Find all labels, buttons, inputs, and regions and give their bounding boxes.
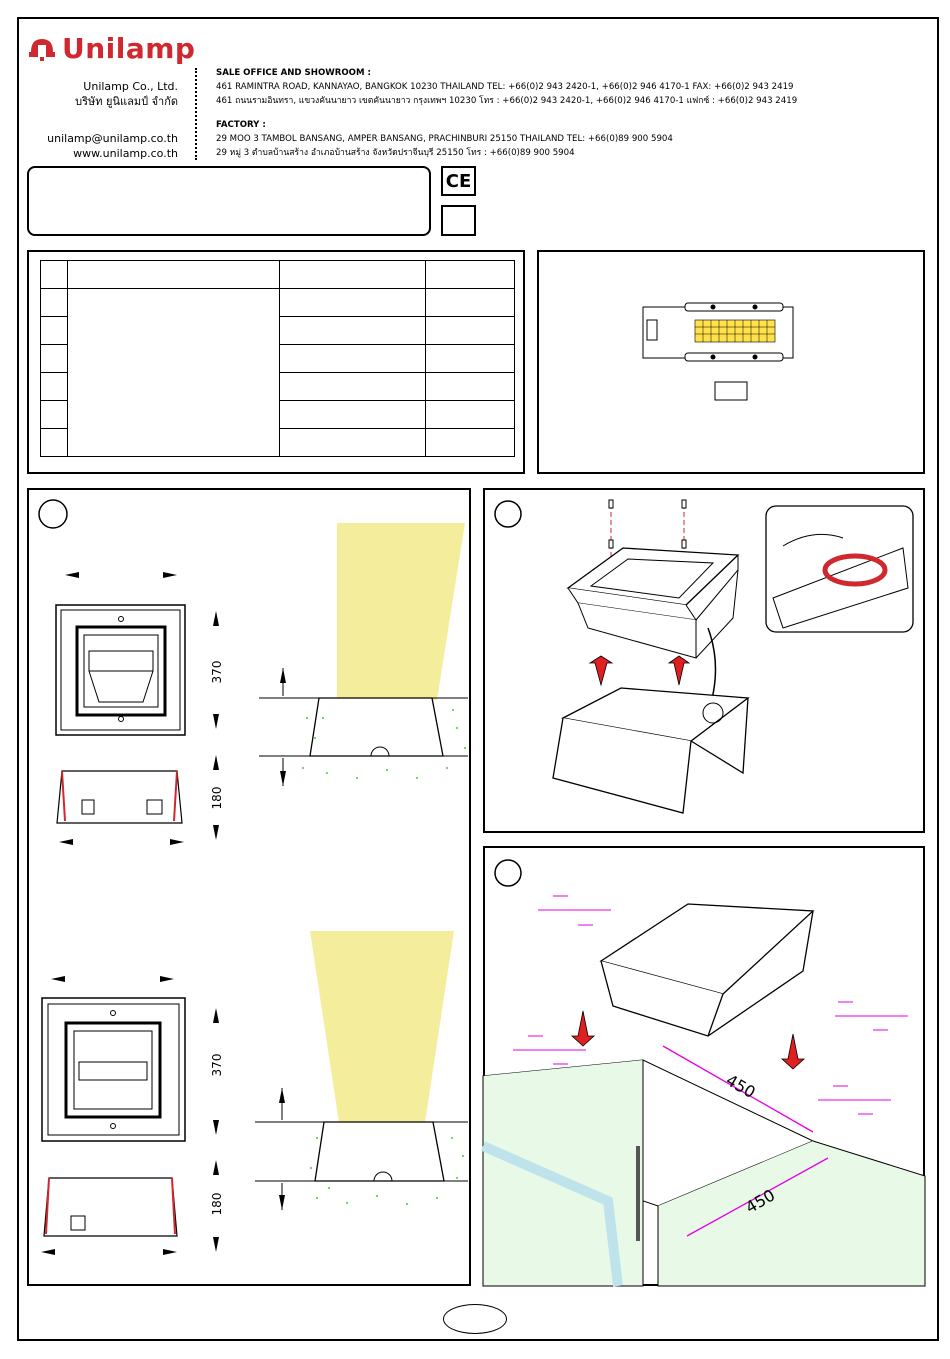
table-row <box>40 428 515 457</box>
spec-table <box>40 260 515 457</box>
sale-office-heading: SALE OFFICE AND SHOWROOM : <box>216 68 371 78</box>
brand-logo: Unilamp <box>28 32 195 65</box>
header-divider <box>195 68 197 160</box>
dimension-height-upper-2: 370 <box>210 1054 224 1077</box>
dimension-drawings: 370 180 370 180 <box>38 499 468 1255</box>
dimension-height-lower-2: 180 <box>210 1193 224 1216</box>
table-row <box>40 288 515 457</box>
table-row <box>40 260 515 289</box>
factory-address-en: 29 MOO 3 TAMBOL BANSANG, AMPER BANSANG, … <box>216 134 673 144</box>
dimension-height-upper: 370 <box>210 661 224 684</box>
certification-box <box>441 205 476 236</box>
factory-address-th: 29 หมู่ 3 ตำบลบ้านสร้าง อำเภอบ้านสร้าง จ… <box>216 148 575 158</box>
page-number-oval <box>443 1304 507 1334</box>
table-row <box>40 344 515 373</box>
product-title-box <box>27 166 431 236</box>
dimension-height-lower: 180 <box>210 787 224 810</box>
sale-office-address-en: 461 RAMINTRA ROAD, KANNAYAO, BANGKOK 102… <box>216 82 794 92</box>
brand-name: Unilamp <box>62 32 196 65</box>
dimension-panel <box>27 488 471 1286</box>
unilamp-logo-icon <box>29 38 55 61</box>
spec-panel <box>27 250 525 474</box>
factory-heading: FACTORY : <box>216 120 266 130</box>
company-name-th: บริษัท ยูนิแลมป์ จำกัด <box>75 95 178 108</box>
company-email: unilamp@unilamp.co.th <box>47 132 178 145</box>
sale-office-address-th: 461 ถนนรามอินทรา, แขวงคันนายาว เขตคันนาย… <box>216 96 798 106</box>
assembly-drawing <box>494 499 914 814</box>
company-name-en: Unilamp Co., Ltd. <box>83 80 178 93</box>
table-row <box>40 400 515 429</box>
installation-drawing: 450 450 <box>480 859 926 1287</box>
ce-mark: CE <box>441 166 476 196</box>
led-module-drawing <box>642 302 794 401</box>
led-module-panel <box>537 250 925 474</box>
company-website: www.unilamp.co.th <box>73 147 178 160</box>
table-row <box>40 372 515 401</box>
page-frame <box>17 17 939 1341</box>
assembly-panel <box>483 488 925 833</box>
